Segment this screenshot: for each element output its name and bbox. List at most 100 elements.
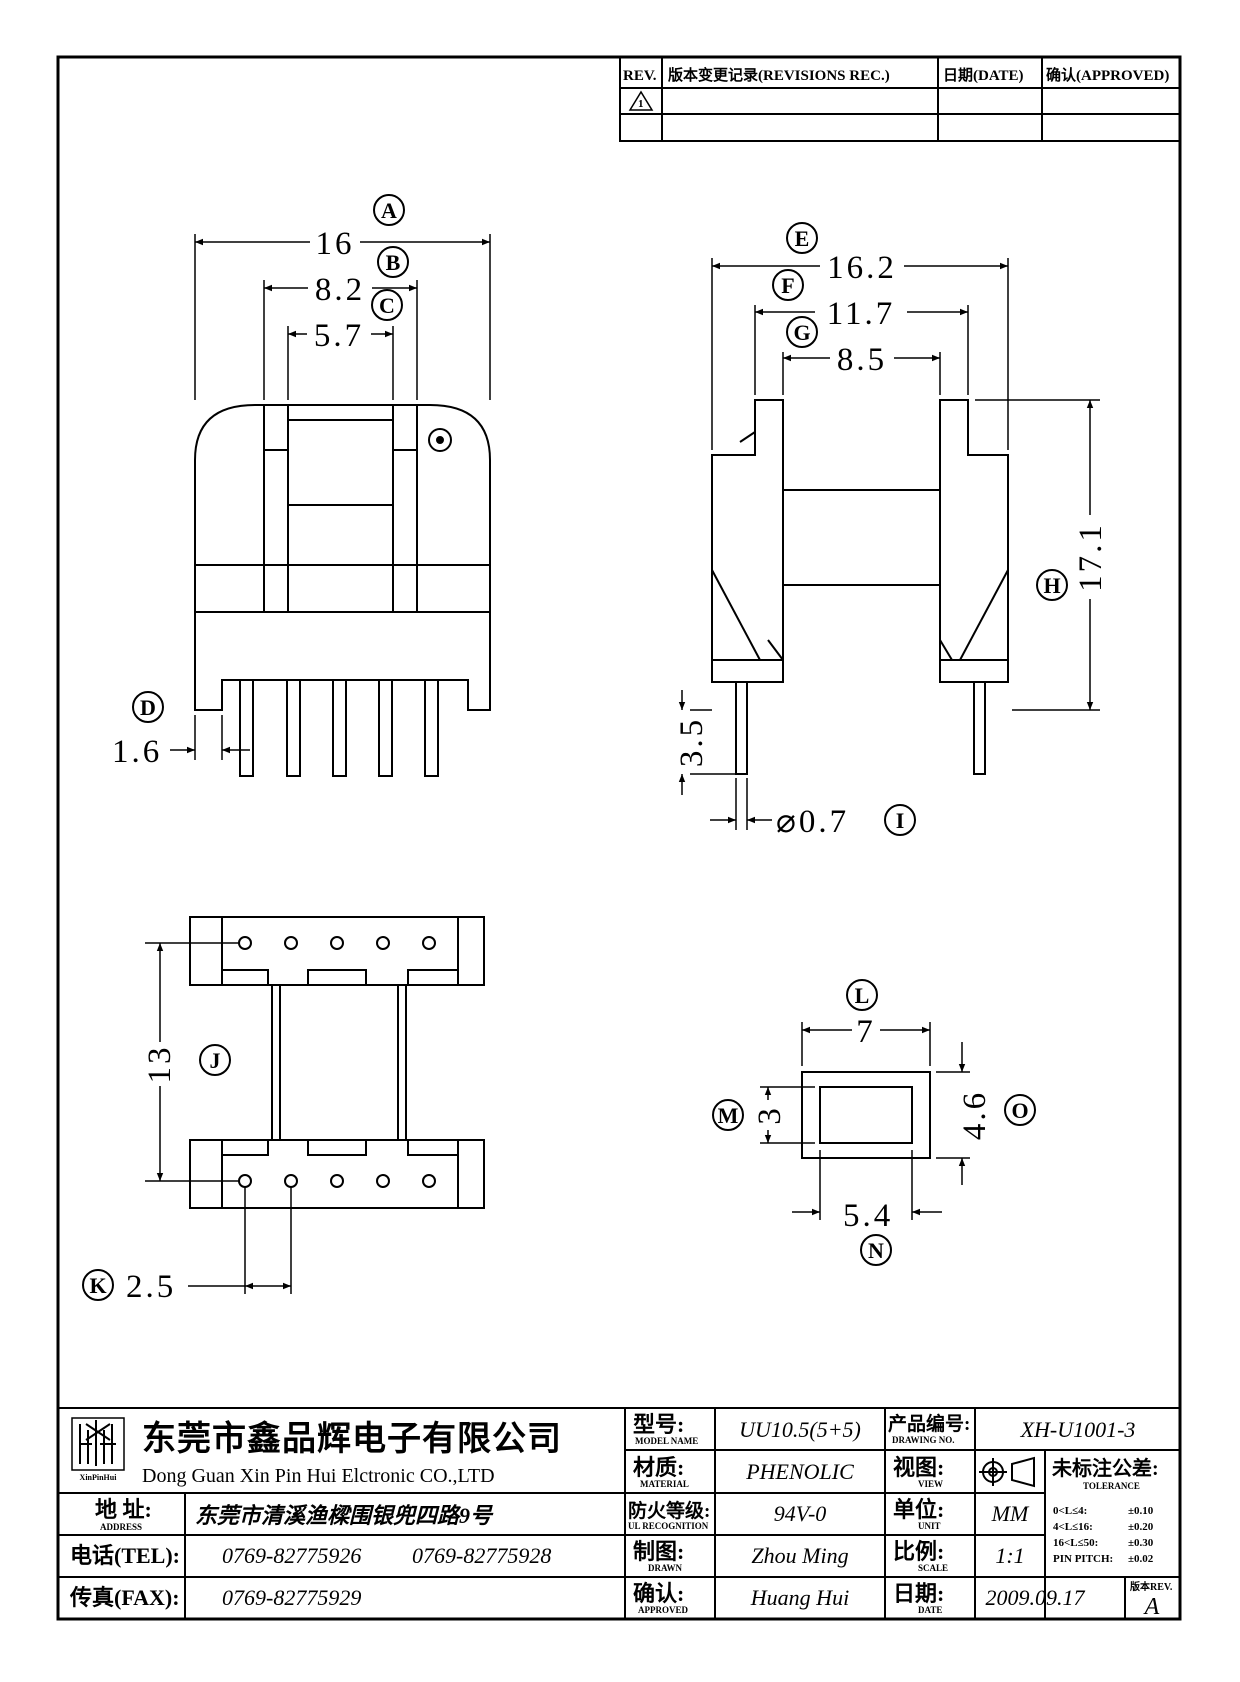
dim-I: ⌀0.7 I (776, 804, 916, 840)
front-dimension-lines (170, 234, 491, 760)
tolerance-value-3: ±0.30 (1128, 1537, 1154, 1549)
scale-label-en: SCALE (918, 1563, 948, 1573)
sheet-border (56, 55, 1182, 1621)
svg-text:N: N (868, 1238, 884, 1263)
dim-A-value: 16 (316, 226, 355, 262)
unit-label-en: UNIT (918, 1521, 941, 1531)
svg-text:C: C (379, 293, 395, 318)
dim-F-value: 11.7 (827, 296, 896, 332)
model-label: 型号: (633, 1412, 684, 1437)
window-view (801, 1071, 931, 1159)
dim-pin-length-value: 3.5 (674, 717, 710, 767)
company-name-cn: 东莞市鑫品辉电子有限公司 (142, 1419, 562, 1458)
svg-text:J: J (210, 1048, 221, 1073)
svg-text:L: L (855, 983, 870, 1008)
company-logo: XinPinHui (71, 1417, 125, 1482)
approved-label-en: APPROVED (638, 1605, 688, 1615)
revision-table (619, 56, 1181, 142)
approved-value: Huang Hui (750, 1585, 849, 1610)
tolerance-title: 未标注公差: (1052, 1456, 1159, 1480)
dim-G: G 8.5 (786, 316, 894, 378)
ul-value: 94V-0 (774, 1501, 827, 1526)
dim-O-value: 4.6 (957, 1090, 993, 1140)
dim-M: M 3 (712, 1099, 788, 1131)
material-value: PHENOLIC (745, 1459, 854, 1484)
dim-E: E 16.2 (786, 222, 904, 286)
rev-header: REV. (623, 68, 657, 84)
dim-pin-length: 3.5 (674, 717, 710, 767)
tolerance-range-2: 4<L≤16: (1053, 1521, 1093, 1533)
dim-L: L 7 (846, 979, 880, 1050)
date-value: 2009.09.17 (986, 1585, 1086, 1610)
revisions-header: 版本变更记录(REVISIONS REC.) (668, 66, 890, 84)
rev-symbol: 1 (638, 98, 644, 110)
svg-text:K: K (89, 1273, 106, 1298)
date-label: 日期: (893, 1581, 944, 1606)
tel-value-1: 0769-82775926 (222, 1543, 361, 1568)
title-block-grid (58, 1407, 1180, 1619)
bottom-view (189, 916, 485, 1209)
dim-H-value: 17.1 (1073, 522, 1109, 592)
view-label-en: VIEW (918, 1479, 943, 1489)
drawn-value: Zhou Ming (751, 1543, 848, 1568)
dim-J-value: 13 (142, 1045, 178, 1084)
tolerance-range-3: 16<L≤50: (1053, 1537, 1098, 1549)
dim-E-value: 16.2 (827, 250, 897, 286)
dim-B: B 8.2 (308, 246, 409, 308)
dim-N-value: 5.4 (843, 1198, 893, 1234)
model-value: UU10.5(5+5) (739, 1417, 861, 1442)
scale-value: 1:1 (995, 1543, 1024, 1568)
tolerance-value-2: ±0.20 (1128, 1521, 1154, 1533)
date-header: 日期(DATE) (943, 66, 1024, 84)
fax-value: 0769-82775929 (222, 1585, 361, 1610)
approved-header: 确认(APPROVED) (1046, 66, 1169, 84)
dim-H: 17.1 H (1036, 515, 1109, 601)
dim-N: 5.4 N (843, 1198, 893, 1266)
material-label-en: MATERIAL (640, 1479, 689, 1489)
date-label-en: DATE (918, 1605, 942, 1615)
dim-O: 4.6 O (957, 1090, 1036, 1140)
dim-J: 13 J (142, 1042, 231, 1086)
view-label: 视图: (893, 1455, 944, 1480)
rev-value: A (1143, 1594, 1160, 1620)
projection-icon (979, 1456, 1035, 1488)
tolerance-range-1: 0<L≤4: (1053, 1505, 1087, 1517)
logo-text: XinPinHui (80, 1473, 118, 1482)
svg-text:B: B (386, 250, 401, 275)
dim-D-value: 1.6 (112, 734, 162, 770)
svg-text:O: O (1011, 1098, 1028, 1123)
drawing-no-value: XH-U1001-3 (1020, 1417, 1136, 1442)
dim-K: K 2.5 (82, 1269, 173, 1305)
dim-A: A 16 (310, 194, 405, 262)
dim-G-value: 8.5 (837, 342, 887, 378)
svg-text:M: M (718, 1103, 739, 1128)
ul-label: 防火等级: (628, 1499, 710, 1522)
svg-text:I: I (896, 808, 905, 833)
tolerance-range-4: PIN PITCH: (1053, 1553, 1113, 1565)
window-dimension-lines (760, 1022, 970, 1220)
dim-M-value: 3 (752, 1105, 788, 1125)
side-view (711, 399, 1009, 775)
scale-label: 比例: (893, 1539, 944, 1564)
svg-text:F: F (781, 273, 794, 298)
tolerance-value-1: ±0.10 (1128, 1505, 1154, 1517)
address-label-en: ADDRESS (100, 1522, 142, 1532)
svg-text:H: H (1043, 573, 1060, 598)
svg-text:D: D (140, 695, 156, 720)
dim-C: C 5.7 (307, 289, 403, 354)
dim-B-value: 8.2 (315, 272, 365, 308)
dim-L-value: 7 (856, 1014, 876, 1050)
drawing-no-label: 产品编号: (888, 1412, 970, 1435)
side-dimension-lines (678, 258, 1100, 830)
drawn-label-en: DRAWN (648, 1563, 683, 1573)
material-label: 材质: (633, 1455, 684, 1480)
address-label: 地 址: (95, 1497, 152, 1522)
dim-I-value: ⌀0.7 (776, 804, 849, 840)
dim-D: D 1.6 (112, 691, 164, 770)
approved-label: 确认: (633, 1581, 684, 1606)
bottom-dimension-lines (145, 942, 292, 1294)
rev-label: 版本REV. (1130, 1580, 1173, 1593)
dim-C-value: 5.7 (314, 318, 364, 354)
ul-label-en: UL RECOGNITION (628, 1521, 709, 1531)
